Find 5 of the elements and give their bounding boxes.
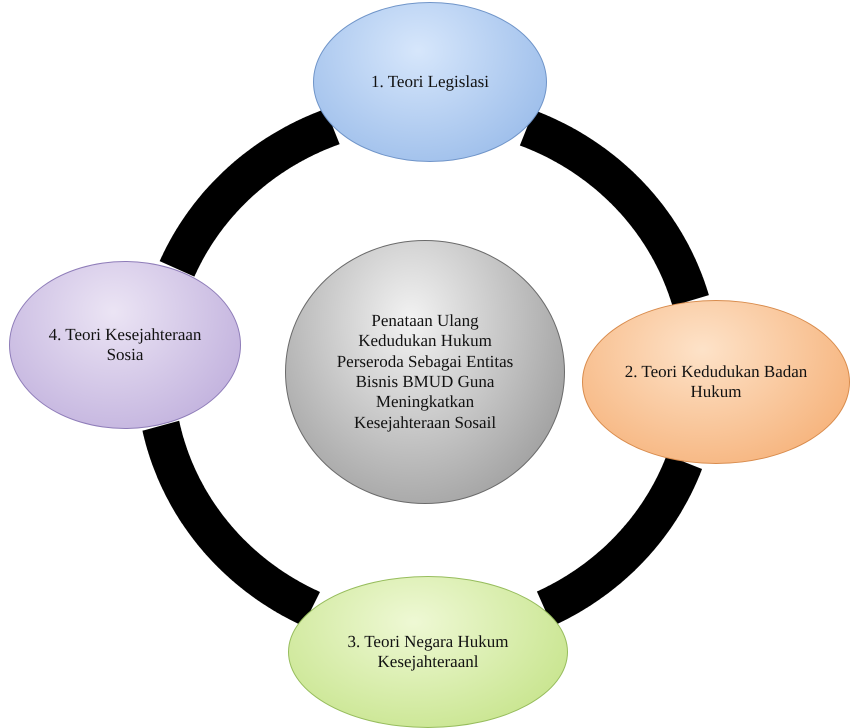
node-label: Penataan Ulang Kedudukan Hukum Perseroda Sebagai Entitas Bisnis BMUD Guna Meningkatkan Kesejahteraan Sosail xyxy=(336,310,514,434)
node-label: 4. Teori Kesejahteraan Sosia xyxy=(48,324,202,366)
node-label: 1. Teori Legislasi xyxy=(370,72,490,92)
node-label: 3. Teori Negara Hukum Kesejahteraanl xyxy=(346,632,510,672)
node-label: 2. Teori Kedudukan Badan Hukum xyxy=(624,362,808,402)
